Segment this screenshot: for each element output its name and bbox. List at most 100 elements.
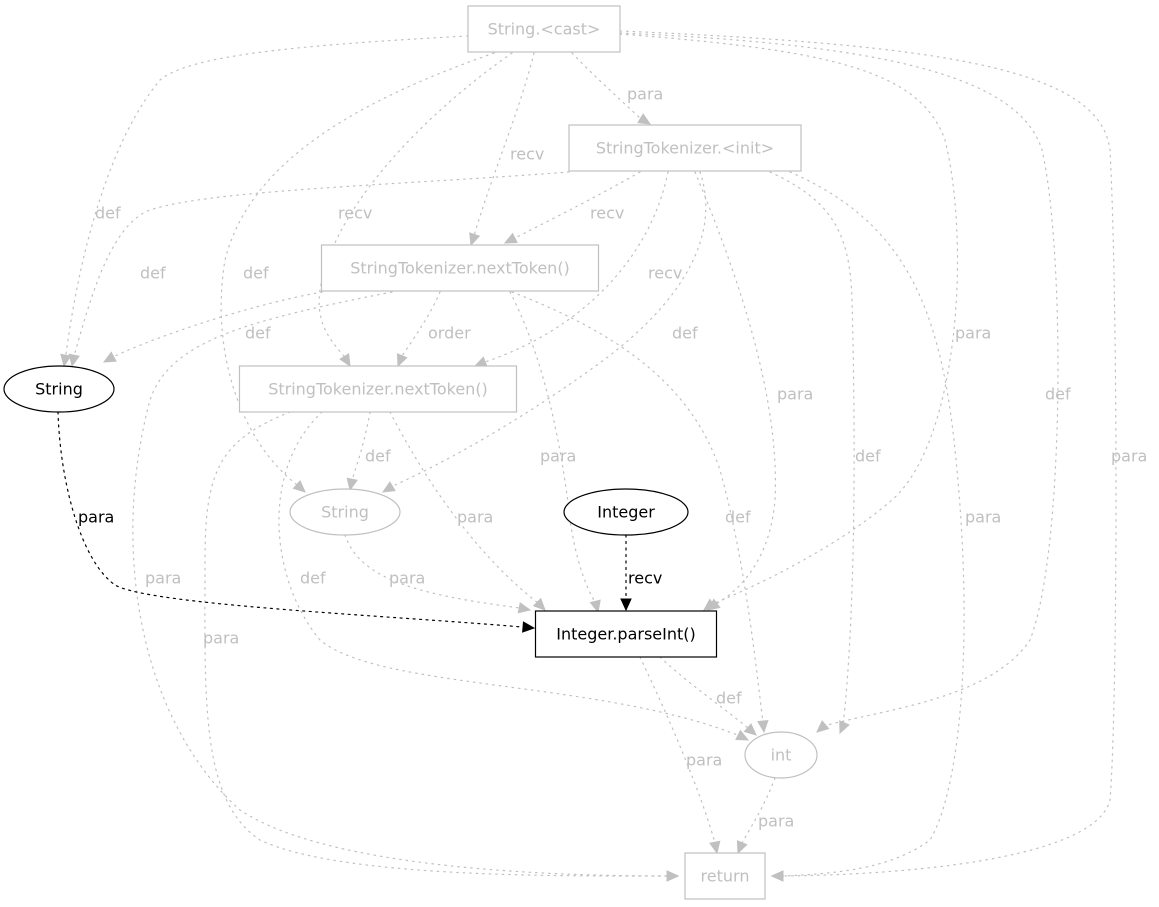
arrowhead-icon	[522, 621, 536, 633]
edge-label: def	[725, 508, 751, 527]
node-cast[interactable]: String.<cast>	[467, 5, 621, 53]
arrowhead-icon	[709, 840, 721, 855]
node-ret[interactable]: return	[684, 852, 766, 900]
arrowhead-icon	[589, 599, 601, 614]
arrowhead-icon	[469, 232, 481, 247]
edge-label: para	[1111, 447, 1147, 466]
edge-next1-to-parseInt: para	[509, 291, 601, 614]
edge-line	[57, 411, 523, 628]
node-string2[interactable]: String	[289, 488, 401, 536]
edge-label: def	[243, 264, 269, 283]
arrowhead-icon	[60, 353, 72, 368]
edge-line	[278, 411, 741, 737]
edge-line	[694, 171, 777, 605]
node-box	[534, 610, 718, 658]
edge-label: para	[955, 324, 991, 343]
edge-line	[509, 291, 597, 605]
arrowhead-icon	[757, 719, 769, 734]
edge-line	[741, 777, 776, 844]
edges-layer: pararecvrecvdefdefparadefpararecvrecvdef…	[57, 30, 1147, 882]
edge-integer-to-parseInt: recv	[620, 534, 662, 612]
edge-label: def	[140, 264, 166, 283]
edge-next2-to-parseInt: para	[389, 411, 546, 611]
edge-label: para	[758, 812, 794, 831]
edge-label: def	[300, 569, 326, 588]
edge-line	[571, 52, 641, 119]
edge-line	[619, 33, 959, 605]
node-integer[interactable]: Integer	[563, 488, 689, 536]
edge-init-to-string1: def	[68, 171, 570, 368]
node-parseInt[interactable]: Integer.parseInt()	[534, 610, 718, 658]
edge-line	[389, 411, 539, 604]
edge-label: def	[1045, 385, 1071, 404]
node-label: StringTokenizer.nextToken()	[350, 259, 570, 278]
edge-label: recv	[648, 264, 682, 283]
arrowhead-icon	[473, 356, 488, 368]
arrowhead-icon	[532, 597, 546, 611]
node-label: String	[35, 380, 83, 399]
node-init[interactable]: StringTokenizer.<init>	[568, 124, 802, 172]
edge-label: para	[389, 569, 425, 588]
edge-label: para	[777, 385, 813, 404]
edge-cast-to-int: def	[619, 32, 1071, 733]
edge-line	[639, 656, 716, 844]
arrowhead-icon	[102, 351, 117, 363]
edge-line	[514, 171, 641, 239]
edge-init-to-string2: def	[381, 171, 707, 493]
arrowhead-icon	[735, 729, 750, 741]
edge-line	[114, 291, 323, 357]
arrowhead-icon	[292, 480, 306, 493]
edge-line	[344, 534, 521, 609]
arrowhead-icon	[839, 720, 850, 735]
node-next1[interactable]: StringTokenizer.nextToken()	[320, 244, 600, 292]
node-string1[interactable]: String	[3, 365, 115, 413]
edge-label: def	[95, 204, 121, 223]
arrowhead-icon	[68, 353, 80, 368]
edge-label: def	[716, 689, 742, 708]
arrowhead-icon	[503, 232, 518, 244]
edge-label: para	[540, 447, 576, 466]
arrowhead-icon	[517, 602, 532, 614]
edge-line	[65, 35, 469, 355]
arrowhead-icon	[816, 720, 830, 733]
node-label: Integer	[597, 503, 655, 522]
edge-line	[619, 32, 1059, 727]
node-label: Integer.parseInt()	[556, 625, 696, 644]
edge-cast-to-init: para	[571, 52, 663, 125]
node-int[interactable]: int	[744, 731, 818, 779]
edge-next1-to-next2: order	[396, 291, 471, 368]
node-box	[467, 5, 621, 53]
arrowhead-icon	[666, 870, 680, 882]
node-ellipse	[3, 365, 115, 413]
edge-label: para	[203, 629, 239, 648]
edge-parseInt-to-ret: para	[639, 656, 722, 855]
edge-line	[351, 411, 371, 481]
edge-next2-to-string2: def	[346, 411, 391, 492]
edge-label: recv	[338, 204, 372, 223]
arrowhead-icon	[707, 598, 721, 611]
edge-cast-to-next2: recv	[318, 52, 513, 368]
edge-label: para	[457, 508, 493, 527]
arrowhead-icon	[339, 353, 351, 368]
arrowhead-icon	[620, 598, 632, 612]
node-label: String.<cast>	[488, 20, 601, 39]
edge-cast-to-string2: def	[220, 52, 495, 493]
arrowhead-icon	[637, 113, 652, 125]
edge-init-to-int: def	[769, 171, 881, 735]
edge-line	[132, 291, 669, 877]
edge-cast-to-string1: def	[60, 35, 469, 368]
node-label: String	[321, 503, 369, 522]
edge-line	[220, 52, 495, 485]
arrowhead-icon	[743, 723, 757, 736]
edge-label: recv	[628, 569, 662, 588]
edge-line	[659, 656, 749, 729]
arrowhead-icon	[736, 840, 748, 855]
node-ellipse	[744, 731, 818, 779]
node-ellipse	[563, 488, 689, 536]
node-next2[interactable]: StringTokenizer.nextToken()	[238, 365, 518, 413]
edge-label: para	[965, 508, 1001, 527]
edge-line	[511, 291, 764, 723]
edge-next2-to-ret: para	[203, 411, 680, 882]
edge-next2-to-int: def	[278, 411, 750, 741]
